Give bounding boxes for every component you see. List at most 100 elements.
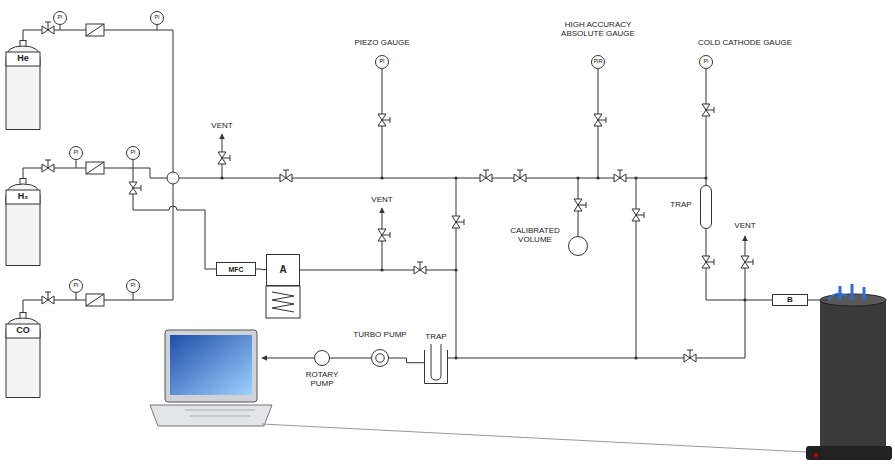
valve-symbol <box>452 216 464 228</box>
valve-symbol <box>614 170 626 182</box>
heater-symbol <box>266 286 300 318</box>
node-text: PIR <box>593 59 602 65</box>
valve-symbol <box>42 160 54 172</box>
valve-symbol <box>42 292 54 304</box>
junction-circle <box>167 172 179 184</box>
valve-symbol <box>280 170 292 182</box>
component-label: HIGH ACCURACY ABSOLUTE GAUGE <box>556 20 640 38</box>
process-box: MFC <box>216 262 256 276</box>
pipe-line <box>636 178 637 358</box>
gauge-circle: COLD CATHODE GAUGEPI <box>699 55 713 69</box>
gas-cylinder: H₂ <box>5 178 41 266</box>
node-text: PI <box>154 15 159 21</box>
vent-label: VENT <box>367 196 397 205</box>
pipe-line <box>76 293 77 300</box>
cold-trap: TRAP <box>424 344 448 384</box>
pipe-line <box>133 206 205 210</box>
junction-dot <box>634 176 637 179</box>
junction-dot <box>454 356 457 359</box>
pipe-line <box>23 184 173 312</box>
node-text: MFC <box>228 266 243 273</box>
gas-cylinder: He <box>5 40 41 130</box>
node-outline <box>371 349 389 367</box>
component-label: TRAP <box>421 332 451 341</box>
gauge-circle: PI <box>150 11 164 25</box>
valve-symbol <box>414 262 426 274</box>
valve-symbol <box>702 104 714 116</box>
node-text: CO <box>16 326 30 335</box>
gauge-circle: PIEZO GAUGEPI <box>375 55 389 69</box>
gauge-circle: ROTARY PUMP <box>314 350 330 366</box>
valve-symbol <box>378 229 390 241</box>
pipe-line <box>205 210 216 269</box>
vent-label: VENT <box>207 122 237 131</box>
component-label: TURBO PUMP <box>350 330 410 339</box>
cryostat-illustration <box>806 284 892 460</box>
gauge-circle: HIGH ACCURACY ABSOLUTE GAUGEPIR <box>591 55 605 69</box>
junction-dot <box>380 176 383 179</box>
pipe-line <box>157 25 158 30</box>
node-text: A <box>279 265 286 275</box>
process-box: B <box>772 294 808 306</box>
pipe-line <box>262 424 806 452</box>
valve-symbol <box>129 182 141 194</box>
valve-symbol <box>741 256 753 268</box>
pipe-line <box>706 178 772 300</box>
junction-dot <box>576 176 579 179</box>
pipe-line <box>133 293 134 300</box>
node-text: He <box>17 54 29 63</box>
pipe-line <box>76 160 77 168</box>
node-text: PI <box>130 283 135 289</box>
junction-dot <box>380 268 383 271</box>
node-outline <box>700 185 712 229</box>
junction-dot <box>454 176 457 179</box>
pipe-line <box>456 178 457 358</box>
component-label: ROTARY PUMP <box>302 370 342 388</box>
pipe-line <box>60 25 61 30</box>
component-label: CALIBRATED VOLUME <box>506 226 564 244</box>
gauge-circle: CALIBRATED VOLUME <box>568 236 588 256</box>
node-text: PI <box>379 59 384 65</box>
regulator-symbol <box>86 294 104 306</box>
vent-label: VENT <box>730 222 760 231</box>
node-text: PI <box>57 15 62 21</box>
node-text: H₂ <box>18 192 29 201</box>
valve-symbol <box>480 170 492 182</box>
node-text: PI <box>73 283 78 289</box>
node-outline <box>314 350 330 366</box>
junction-dot <box>743 298 746 301</box>
component-label: TRAP <box>664 200 698 209</box>
gauge-circle: PI <box>69 279 83 293</box>
node-text: PI <box>703 59 708 65</box>
node-text: PI <box>73 150 78 156</box>
gauge-circle: PI <box>53 11 67 25</box>
trap-vessel: TRAP <box>700 185 712 229</box>
node-outline <box>5 312 41 398</box>
pipe-group <box>23 25 828 452</box>
pipe-connector <box>389 358 424 363</box>
valve-symbol <box>632 209 644 221</box>
junction-dot <box>634 356 637 359</box>
process-box: A <box>266 254 300 286</box>
pipe-line <box>706 69 707 178</box>
component-label: PIEZO GAUGE <box>347 38 417 47</box>
junction-dot <box>220 176 223 179</box>
pipe-line <box>808 300 828 301</box>
valve-symbol <box>684 350 696 362</box>
valve-symbol <box>218 152 230 164</box>
node-text: B <box>787 296 793 304</box>
gauge-circle: PI <box>126 146 140 160</box>
junction-dot <box>454 268 457 271</box>
gas-cylinder: CO <box>5 312 41 398</box>
pipe-connector <box>256 269 266 271</box>
valve-symbol <box>594 114 606 126</box>
laptop-illustration <box>150 330 272 426</box>
pipe-line <box>133 160 134 168</box>
regulator-symbol <box>86 162 104 174</box>
node-outline <box>424 344 448 384</box>
pipe-line <box>448 236 745 358</box>
pipe-line <box>262 358 314 359</box>
junction-dot <box>596 176 599 179</box>
